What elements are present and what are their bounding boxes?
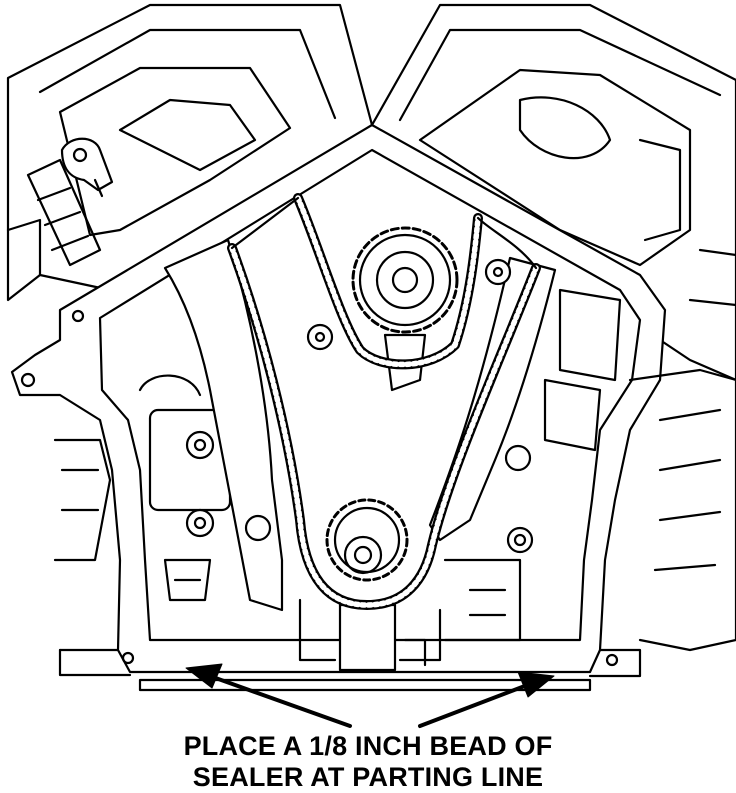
right-parting-line-arrow [418,671,555,728]
engine-block-right [543,288,736,652]
camshaft-sprocket [351,226,459,392]
timing-chain [227,193,541,610]
sealer-instruction-line-1: PLACE A 1/8 INCH BEAD OF [183,731,553,761]
cylinder-head-left [6,3,374,302]
sealer-instruction-line-2: SEALER AT PARTING LINE [192,762,544,792]
mounting-bolts [185,258,534,554]
chain-tensioner-arm [428,256,557,542]
left-parting-line-arrow [185,663,352,728]
camshaft-position-bolt [60,137,114,198]
crankshaft-sprocket [325,498,409,672]
lower-crankcase [298,558,522,667]
